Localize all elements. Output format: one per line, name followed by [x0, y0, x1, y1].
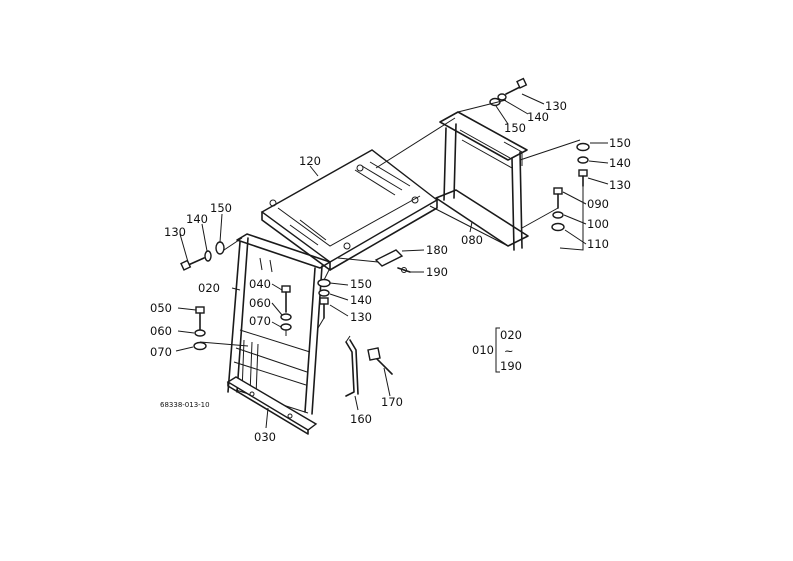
range-from: 020: [500, 328, 522, 342]
washer-140-top: [497, 93, 507, 101]
washer-140-right: [577, 156, 589, 164]
label-040: 040: [249, 277, 271, 291]
label-070-left: 070: [150, 345, 172, 359]
label-130-center: 130: [350, 310, 372, 324]
label-070-center: 070: [249, 314, 271, 328]
washer-150-left: [215, 241, 225, 255]
range-to: 190: [500, 359, 522, 373]
label-130-left: 130: [164, 225, 186, 239]
label-130-top: 130: [545, 99, 567, 113]
right-frame: [435, 111, 529, 251]
bolt-040: [281, 285, 291, 313]
label-150-center: 150: [350, 277, 372, 291]
label-060-left: 060: [150, 324, 172, 338]
label-120: 120: [299, 154, 321, 168]
bracket-180: [374, 249, 404, 267]
left-frame: [227, 233, 331, 415]
label-140-top: 140: [527, 110, 549, 124]
washer-140-left: [204, 250, 212, 262]
washer-100: [552, 211, 564, 219]
drawing-code: 68338-013-10: [160, 401, 210, 409]
washer-150-right: [576, 142, 590, 152]
top-cover-panel: [260, 149, 439, 271]
label-130-right: 130: [609, 178, 631, 192]
bolt-130-center: [319, 297, 329, 319]
washer-140-center: [318, 289, 330, 297]
assembly-lines: [175, 93, 609, 429]
label-060-center: 060: [249, 296, 271, 310]
washer-060-center: [280, 313, 292, 321]
label-190: 190: [426, 265, 448, 279]
label-160: 160: [350, 412, 372, 426]
range-bracket: [495, 327, 500, 373]
label-170: 170: [381, 395, 403, 409]
bolt-050: [195, 306, 205, 331]
bolt-170: [367, 347, 393, 375]
range-tilde: ~: [504, 344, 514, 358]
label-050: 050: [150, 301, 172, 315]
washer-150-center: [317, 278, 331, 288]
label-100: 100: [587, 217, 609, 231]
label-090: 090: [587, 197, 609, 211]
label-150-top: 150: [504, 121, 526, 135]
label-080: 080: [461, 233, 483, 247]
pin-190: [397, 267, 411, 273]
bolt-130-left: [180, 257, 205, 271]
label-180: 180: [426, 243, 448, 257]
bolt-130-top: [505, 77, 528, 95]
label-030: 030: [254, 430, 276, 444]
label-140-left: 140: [186, 212, 208, 226]
rod-160: [345, 339, 359, 397]
bottom-bar: [226, 376, 318, 435]
bolt-130-right: [578, 169, 588, 187]
washer-060-left: [194, 329, 206, 337]
bolt-090: [553, 187, 563, 209]
label-020: 020: [198, 281, 220, 295]
label-110: 110: [587, 237, 609, 251]
label-010: 010: [472, 343, 494, 357]
washer-070-center: [280, 323, 292, 331]
label-140-center: 140: [350, 293, 372, 307]
label-150-right: 150: [609, 136, 631, 150]
label-150-left: 150: [210, 201, 232, 215]
washer-110: [551, 222, 565, 232]
label-140-right: 140: [609, 156, 631, 170]
washer-070-left: [193, 341, 207, 351]
